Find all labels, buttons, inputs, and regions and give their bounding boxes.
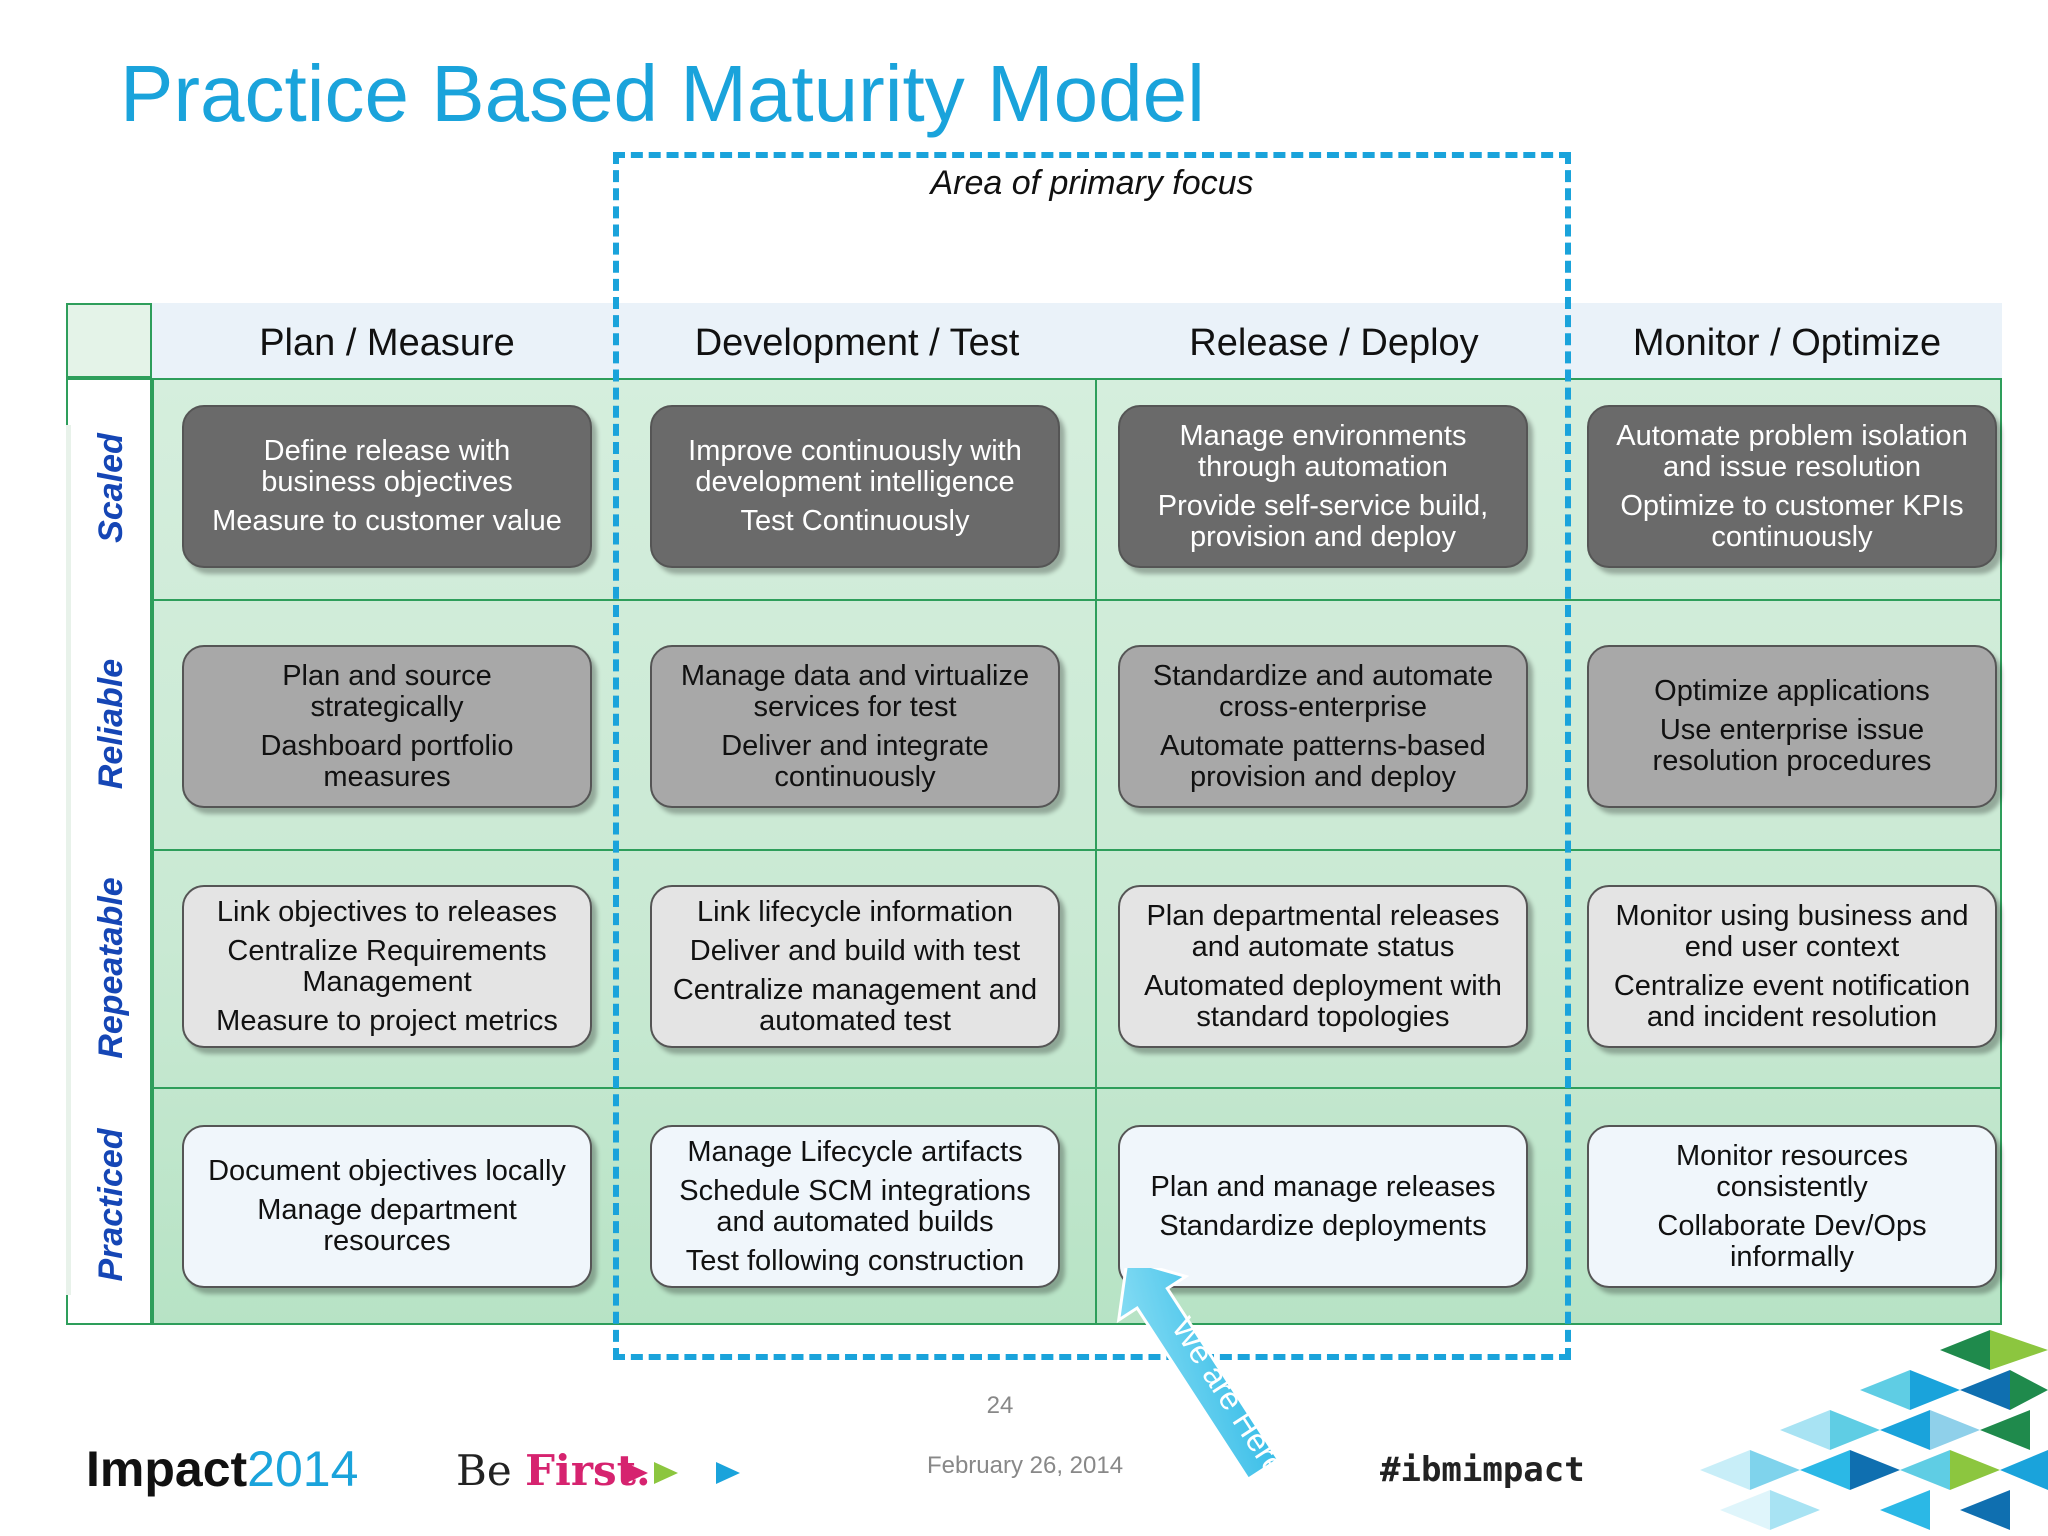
we-are-here-arrow: We are Here [1116, 1268, 1294, 1482]
row-divider [152, 1087, 2002, 1089]
practice-text: Measure to project metrics [216, 1004, 558, 1037]
practice-text: Monitor resources consistently [1675, 1139, 1909, 1203]
practice-text: Plan departmental releases and automate … [1146, 899, 1500, 963]
maturity-axis [66, 378, 152, 1325]
practice-cell-reliable-release-deploy: Standardize and automate cross-enterpris… [1118, 645, 1528, 808]
practice-text: Standardize deployments [1159, 1209, 1487, 1242]
practice-text: Document objectives locally [208, 1155, 566, 1187]
practice-text: Measure to customer value [212, 505, 562, 537]
practice-text: Use enterprise issue resolution procedur… [1652, 714, 1932, 777]
practice-text: Automate problem isolation and issue res… [1616, 419, 1968, 483]
be-first-logo: Be First. [456, 1446, 651, 1495]
practice-text: Test Continuously [740, 505, 970, 537]
practice-text: Manage Lifecycle artifacts [687, 1135, 1023, 1168]
practice-cell-scaled-monitor-optimize: Automate problem isolation and issue res… [1587, 405, 1997, 568]
be-first-arrows-icon [624, 1462, 740, 1484]
logo-impact-word: Impact [86, 1441, 248, 1497]
slide-date: February 26, 2014 [926, 1452, 1124, 1479]
practice-text: Link lifecycle information [697, 895, 1013, 928]
hashtag-ibmimpact: #ibmimpact [1380, 1450, 1585, 1490]
column-header-monitor-optimize: Monitor / Optimize [1632, 322, 1942, 364]
practice-text: Define release with business objectives [261, 435, 513, 498]
column-header-development-test: Development / Test [694, 322, 1020, 364]
column-header-plan-measure: Plan / Measure [259, 322, 515, 364]
practice-text: Deliver and integrate continuously [721, 729, 989, 793]
practice-cell-repeatable-release-deploy: Plan departmental releases and automate … [1118, 885, 1528, 1048]
practice-text: Monitor using business and end user cont… [1615, 899, 1969, 963]
practice-text: Centralize management and automated test [672, 973, 1038, 1037]
practice-text: Test following construction [685, 1244, 1025, 1277]
row-divider [152, 849, 2002, 851]
practice-text: Manage data and virtualize services for … [680, 659, 1030, 723]
maturity-arrow-line [66, 425, 71, 1295]
decorative-cubes-graphic [1700, 1330, 2048, 1530]
practice-text: Schedule SCM integrations and automated … [679, 1174, 1031, 1238]
focus-area-label: Area of primary focus [930, 164, 1254, 202]
practice-text: Link objectives to releases [216, 895, 558, 928]
practice-text: Plan and source strategically [282, 659, 492, 723]
practice-text: Manage department resources [257, 1194, 517, 1257]
practice-text: Collaborate Dev/Ops informally [1657, 1209, 1927, 1273]
row-label-repeatable: Repeatable [92, 877, 130, 1059]
we-are-here-text: We are Here [1165, 1311, 1294, 1482]
practice-text: Improve continuously with development in… [688, 435, 1022, 498]
row-label-reliable: Reliable [92, 658, 130, 790]
practice-text: Deliver and build with test [689, 934, 1021, 967]
slide-title: Practice Based Maturity Model [120, 49, 1205, 138]
practice-cell-reliable-development-test: Manage data and virtualize services for … [650, 645, 1060, 808]
row-divider [152, 599, 2002, 601]
page-number: 24 [986, 1392, 1014, 1419]
practice-text: Centralize event notification and incide… [1613, 969, 1971, 1033]
practice-cell-repeatable-monitor-optimize: Monitor using business and end user cont… [1587, 885, 1997, 1048]
column-header-row [152, 303, 2002, 378]
header-corner [66, 303, 152, 378]
row-label-scaled: Scaled [92, 433, 130, 543]
practice-text: Provide self-service build, provision an… [1157, 489, 1489, 553]
practice-text: Plan and manage releases [1150, 1170, 1496, 1203]
practice-text: Optimize applications [1654, 675, 1930, 707]
practice-text: Centralize Requirements Management [227, 934, 547, 998]
column-divider [1095, 378, 1097, 1325]
row-label-practiced: Practiced [92, 1128, 130, 1282]
practice-text: Manage environments through automation [1179, 419, 1467, 483]
practice-text: Automate patterns-based provision and de… [1160, 729, 1486, 793]
practice-text: Dashboard portfolio measures [260, 729, 514, 793]
column-header-release-deploy: Release / Deploy [1189, 322, 1479, 364]
logo-be: Be [456, 1446, 526, 1495]
practice-text: Automated deployment with standard topol… [1144, 969, 1502, 1033]
practice-cell-scaled-development-test: Improve continuously with development in… [650, 405, 1060, 568]
impact-2014-logo: Impact2014 [86, 1440, 358, 1498]
practice-text: Optimize to customer KPIs continuously [1620, 489, 1964, 553]
logo-impact-year: 2014 [247, 1441, 359, 1497]
practice-text: Standardize and automate cross-enterpris… [1152, 659, 1494, 723]
